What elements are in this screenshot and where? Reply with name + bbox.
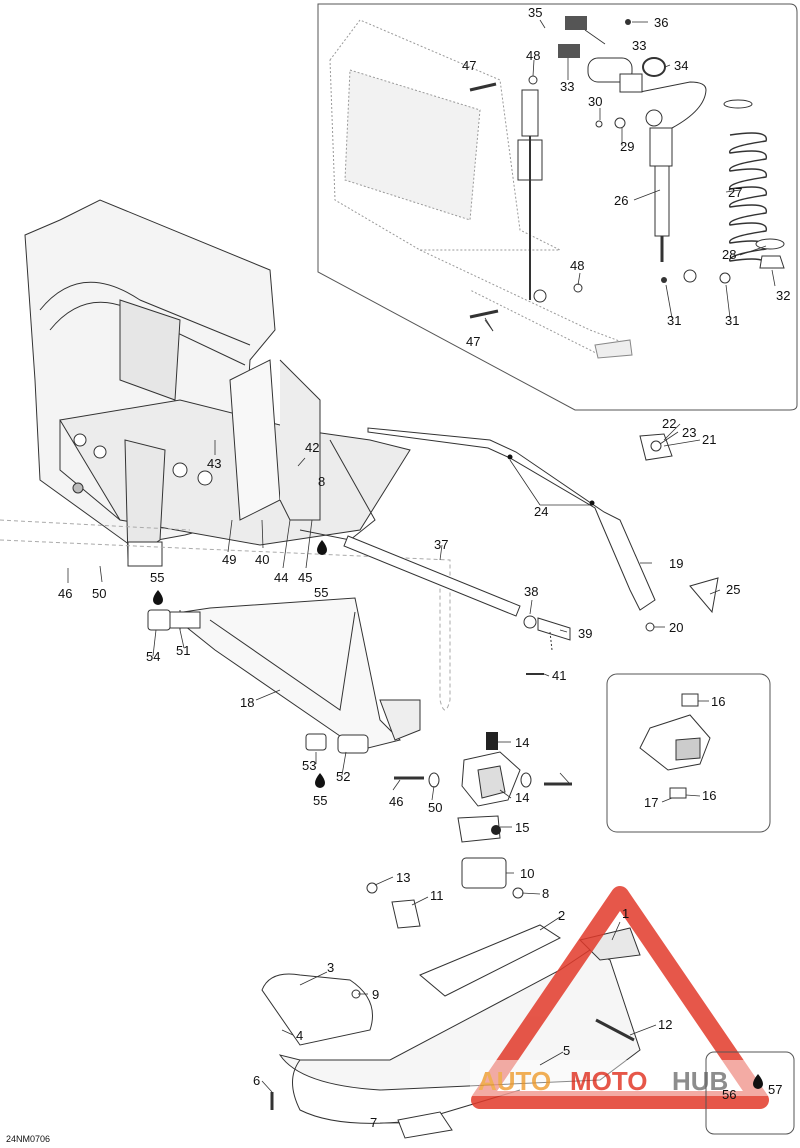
callout-25: 25 bbox=[726, 582, 740, 597]
spring-seats bbox=[661, 238, 785, 284]
callout-53: 53 bbox=[302, 758, 316, 773]
callout-labels: 1 2 3 4 5 6 7 8 8 9 10 11 12 13 14 14 15… bbox=[58, 5, 790, 1130]
callout-54: 54 bbox=[146, 649, 160, 664]
callout-33-top: 33 bbox=[632, 38, 646, 53]
callout-44: 44 bbox=[274, 570, 288, 585]
callout-14-top: 14 bbox=[515, 735, 529, 750]
leader-lines bbox=[67, 19, 776, 1124]
callout-57: 57 bbox=[768, 1082, 782, 1097]
callout-9: 9 bbox=[372, 987, 379, 1002]
callout-18: 18 bbox=[240, 695, 254, 710]
callout-6: 6 bbox=[253, 1073, 260, 1088]
callout-8-ski: 8 bbox=[542, 886, 549, 901]
watermark-text-hub: HUB bbox=[672, 1066, 728, 1096]
tie-rod bbox=[343, 535, 571, 675]
reservoir bbox=[587, 57, 666, 93]
shock-body bbox=[639, 81, 707, 283]
callout-49: 49 bbox=[222, 552, 236, 567]
callout-41: 41 bbox=[552, 668, 566, 683]
fluids-inset bbox=[705, 1051, 795, 1135]
callout-37: 37 bbox=[434, 537, 448, 552]
callout-33-bottom: 33 bbox=[560, 79, 574, 94]
callout-48-top: 48 bbox=[526, 48, 540, 63]
callout-46-left: 46 bbox=[58, 586, 72, 601]
callout-19: 19 bbox=[669, 556, 683, 571]
callout-34: 34 bbox=[674, 58, 688, 73]
callout-51: 51 bbox=[176, 643, 190, 658]
callout-55-left: 55 bbox=[150, 570, 164, 585]
callout-5: 5 bbox=[563, 1043, 570, 1058]
callout-21: 21 bbox=[702, 432, 716, 447]
callout-7: 7 bbox=[370, 1115, 377, 1130]
callout-36: 36 bbox=[654, 15, 668, 30]
callout-17: 17 bbox=[644, 795, 658, 810]
callout-42: 42 bbox=[305, 440, 319, 455]
shock-absorber-inset bbox=[317, 3, 798, 411]
drop-icons bbox=[153, 540, 763, 1089]
callout-43: 43 bbox=[207, 456, 221, 471]
callout-20: 20 bbox=[669, 620, 683, 635]
steering-rod bbox=[367, 427, 719, 632]
callout-12: 12 bbox=[658, 1017, 672, 1032]
watermark-triangle bbox=[471, 886, 769, 1109]
callout-55-frame: 55 bbox=[314, 585, 328, 600]
callout-23: 23 bbox=[682, 425, 696, 440]
callout-46-spindle: 46 bbox=[389, 794, 403, 809]
watermark-text-auto: AUTO bbox=[478, 1066, 551, 1096]
callout-15: 15 bbox=[515, 820, 529, 835]
callout-3: 3 bbox=[327, 960, 334, 975]
callout-50-left: 50 bbox=[92, 586, 106, 601]
callout-47-bottom: 47 bbox=[466, 334, 480, 349]
callout-38: 38 bbox=[524, 584, 538, 599]
callout-55-arm: 55 bbox=[313, 793, 327, 808]
callout-50-spindle: 50 bbox=[428, 800, 442, 815]
callout-2: 2 bbox=[558, 908, 565, 923]
callout-52: 52 bbox=[336, 769, 350, 784]
callout-40: 40 bbox=[255, 552, 269, 567]
chassis-frame bbox=[0, 199, 451, 711]
drop-icon bbox=[153, 590, 163, 605]
bolts-inset bbox=[469, 75, 626, 319]
callout-29: 29 bbox=[620, 139, 634, 154]
callout-1: 1 bbox=[622, 906, 629, 921]
watermark-text-moto: MOTO bbox=[570, 1066, 648, 1096]
watermark-logo: AUTO MOTO HUB bbox=[470, 886, 800, 1109]
callout-14-bottom: 14 bbox=[515, 790, 529, 805]
callout-27: 27 bbox=[728, 185, 742, 200]
callout-30: 30 bbox=[588, 94, 602, 109]
callout-13: 13 bbox=[396, 870, 410, 885]
callout-24: 24 bbox=[534, 504, 548, 519]
callout-22: 22 bbox=[662, 416, 676, 431]
callout-8-frame: 8 bbox=[318, 474, 325, 489]
callout-48-bottom: 48 bbox=[570, 258, 584, 273]
spindle bbox=[394, 732, 572, 843]
callout-56: 56 bbox=[722, 1087, 736, 1102]
callout-28: 28 bbox=[722, 247, 736, 262]
drop-icon bbox=[315, 773, 325, 788]
callout-26: 26 bbox=[614, 193, 628, 208]
callout-4: 4 bbox=[296, 1028, 303, 1043]
callout-39: 39 bbox=[578, 626, 592, 641]
drop-icon bbox=[753, 1074, 763, 1089]
callout-11: 11 bbox=[430, 888, 444, 903]
callout-16-top: 16 bbox=[711, 694, 725, 709]
a-arm bbox=[147, 597, 421, 754]
clamps bbox=[558, 16, 631, 58]
callout-31-right: 31 bbox=[725, 313, 739, 328]
callout-45: 45 bbox=[298, 570, 312, 585]
callout-31-left: 31 bbox=[667, 313, 681, 328]
drop-icon bbox=[317, 540, 327, 555]
reference-code: 24NM0706 bbox=[6, 1134, 50, 1144]
callout-10: 10 bbox=[520, 866, 534, 881]
callout-16-bottom: 16 bbox=[702, 788, 716, 803]
callout-32: 32 bbox=[776, 288, 790, 303]
bushing-detail-inset bbox=[606, 673, 771, 833]
callout-35: 35 bbox=[528, 5, 542, 20]
callout-47-top: 47 bbox=[462, 58, 476, 73]
